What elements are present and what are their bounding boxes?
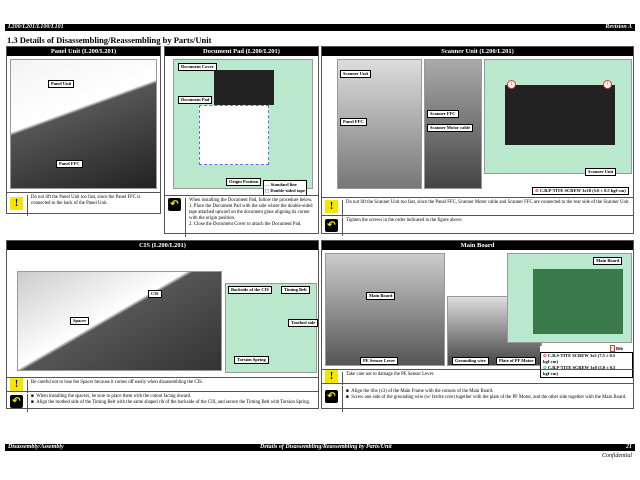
cis-detail-photo: Backside of the CIS Timing Belt Toothed …: [225, 283, 319, 373]
label: Scanner Unit: [585, 168, 617, 176]
document-pad-section: Document Pad (L200/L201) Document Cover …: [164, 46, 319, 237]
scanner-photo-2: Scanner FFC Scanner Motor cable: [424, 59, 482, 189]
tip-text: ■ Align the ribs (x3) of the Main Frame …: [342, 386, 630, 412]
label: Grounding wire: [452, 357, 489, 365]
label: Scanner FFC: [427, 110, 459, 118]
label: Torsion Spring: [234, 356, 269, 364]
screw-order-1: 1: [507, 80, 516, 89]
caution-icon: !: [325, 370, 338, 383]
caution-icon: !: [10, 378, 23, 391]
document-pad-graphic: [199, 105, 269, 165]
step: 2. Close the Document Cover to attach th…: [189, 222, 302, 227]
header-model: L200/L201/L100/L101: [8, 24, 64, 30]
label: Panel FFC: [56, 160, 83, 168]
caution-icon: !: [10, 197, 23, 210]
footer-section: Details of Disassembling/Reassembling by…: [260, 444, 392, 450]
label: Document Pad: [178, 96, 213, 104]
header-revision: Revision A: [605, 24, 632, 30]
tip-icon: ↶: [10, 395, 23, 408]
main-board-heading: Main Board: [322, 241, 633, 250]
step: 1. Place the Document Pad with the side …: [189, 204, 313, 221]
tip-icon: ↶: [325, 390, 338, 403]
tip-text: Tighten the screws in the order indicate…: [342, 218, 630, 236]
label: Panel Unit: [48, 80, 75, 88]
tip-note: ↶ ■ When installing the spacers, be sure …: [7, 391, 318, 412]
tip-note: ↶ ■ Align the ribs (x3) of the Main Frame…: [322, 383, 633, 412]
confidential-label: Confidential: [602, 453, 632, 459]
caution-icon: !: [325, 200, 338, 213]
label: CIS: [148, 290, 162, 298]
caution-note: ! Take care not to damage the PE Sensor L…: [322, 369, 633, 385]
label: Main Board: [366, 292, 396, 300]
caution-note: ! Do not lift the Scanner Unit too fast, …: [322, 197, 633, 217]
printer-graphic: [505, 85, 615, 145]
main-board-photo-3: Main Board: [507, 253, 632, 343]
tip-icon: ↶: [325, 219, 338, 232]
legend-item: Double-sided tape: [270, 188, 306, 193]
page-footer: Disassembly/Assembly Details of Disassemb…: [5, 444, 635, 451]
label: Backside of the CIS: [228, 286, 272, 294]
label: Scanner Motor cable: [427, 124, 474, 132]
scanner-unit-heading: Scanner Unit (L200/L201): [322, 47, 633, 56]
page-number: 21: [626, 444, 632, 450]
tip-note: ↶ When installing the Document Pad, follo…: [165, 195, 318, 237]
main-board-photo-1: Main Board PE Sensor Lever: [325, 253, 445, 366]
label: Plate of PF Motor: [496, 357, 537, 365]
label: PE Sensor Lever: [360, 357, 399, 365]
tip-note: ↶ Tighten the screws in the order indicat…: [322, 215, 633, 236]
label: Origin Position: [226, 178, 262, 186]
section-title: 1.3 Details of Disassembling/Reassemblin…: [7, 35, 212, 45]
tip-text: When installing the Document Pad, follow…: [185, 198, 315, 237]
tip-intro: When installing the Document Pad, follow…: [189, 198, 313, 203]
document-pad-photo: Document Cover Document Pad Origin Posit…: [173, 59, 313, 189]
cis-heading: CIS (L200/L201): [7, 241, 318, 250]
label: Timing Belt: [281, 286, 310, 294]
legend-item: Standard line: [270, 182, 297, 187]
screw-order-1: 1: [603, 80, 612, 89]
legend-item: C.B.P-TITE SCREW 3x8 (5.0 ± 0.5 kgf·cm): [543, 365, 616, 376]
caution-text: Do not lift the Scanner Unit too fast, s…: [342, 200, 630, 217]
panel-unit-photo: Panel Unit Panel FFC: [10, 59, 157, 189]
screw-text: C.B.P-TITE SCREW 3x10 (5.0 ± 0.5 kgf·cm): [539, 188, 626, 193]
scanner-unit-section: Scanner Unit (L200/L201) Scanner Unit Pa…: [321, 46, 634, 236]
circuit-board-graphic: [533, 269, 623, 334]
footer-chapter: Disassembly/Assembly: [8, 444, 64, 450]
tip-text: ■ When installing the spacers, be sure t…: [27, 394, 315, 412]
legend-item: C.B.S-TITE SCREW 3x5 (7.5 ± 0.5 kgf·cm): [543, 353, 616, 364]
legend: □ Rib ⊘ C.B.S-TITE SCREW 3x5 (7.5 ± 0.5 …: [540, 345, 633, 378]
caution-text: Take care not to damage the PE Sensor Le…: [342, 372, 630, 385]
label: Toothed side: [288, 319, 319, 327]
screw-legend: ⊘ C.B.P-TITE SCREW 3x10 (5.0 ± 0.5 kgf·c…: [532, 187, 629, 195]
tip-item: Align the ribs (x3) of the Main Frame wi…: [351, 389, 494, 394]
tip-item: When installing the spacers, be sure to …: [36, 394, 192, 399]
scanner-photo-3: 1 1 Scanner Unit: [484, 59, 632, 176]
main-board-section: Main Board Main Board PE Sensor Lever Gr…: [321, 240, 634, 412]
tip-icon: ↶: [168, 198, 181, 211]
scanner-photo-1: Scanner Unit Panel FFC: [337, 59, 422, 189]
tip-item: Align the toothed side of the Timing Bel…: [36, 400, 311, 405]
legend: — Standard line ⬚ Double-sided tape: [263, 180, 308, 196]
label: Spacer: [70, 317, 90, 325]
page-header: L200/L201/L100/L101 Revision A: [5, 24, 635, 31]
caution-note: ! Do not lift the Panel Unit too fast, si…: [7, 192, 160, 216]
cis-photo: CIS Spacer: [17, 271, 222, 371]
document-cover-graphic: [214, 70, 274, 105]
tip-item: Screw one side of the grounding wire (w/…: [351, 395, 627, 400]
label: Panel FFC: [340, 118, 367, 126]
caution-text: Do not lift the Panel Unit too fast, sin…: [27, 195, 157, 216]
label: Scanner Unit: [340, 70, 372, 78]
caution-text: Be careful not to lose the Spacer becaus…: [27, 380, 315, 393]
cis-section: CIS (L200/L201) CIS Spacer Backside of t…: [6, 240, 319, 412]
legend-item: Rib: [615, 346, 623, 351]
label: Main Board: [593, 257, 623, 265]
panel-unit-heading: Panel Unit (L200/L201): [7, 47, 160, 56]
document-pad-heading: Document Pad (L200/L201): [165, 47, 318, 56]
label: Document Cover: [178, 63, 217, 71]
panel-unit-section: Panel Unit (L200/L201) Panel Unit Panel …: [6, 46, 161, 216]
caution-note: ! Be careful not to lose the Spacer becau…: [7, 377, 318, 393]
